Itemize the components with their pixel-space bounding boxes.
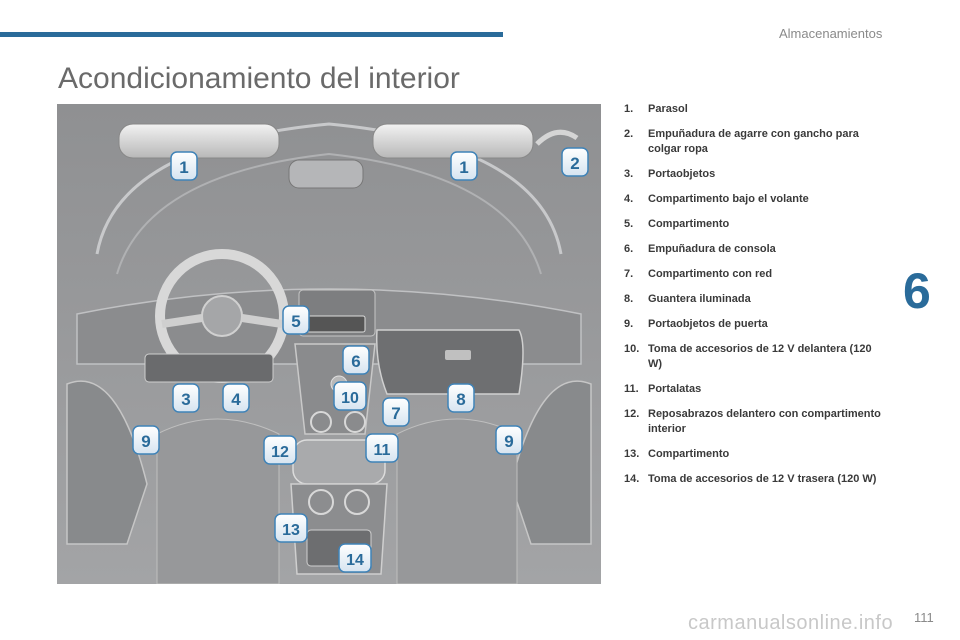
legend-item: 6. Empuñadura de consola	[624, 242, 884, 257]
callout-13: 13	[274, 513, 308, 543]
legend-list: 1. Parasol 2. Empuñadura de agarre con gan…	[624, 102, 884, 497]
legend-label: Parasol	[648, 103, 688, 115]
header-bar	[0, 32, 503, 37]
svg-text:6: 6	[351, 352, 360, 371]
legend-number: 6.	[624, 243, 634, 255]
legend-item: 3. Portaobjetos	[624, 167, 884, 182]
legend-number: 5.	[624, 218, 634, 230]
interior-illustration: 1 1 2 3 4 5 6 7	[57, 104, 601, 584]
callout-3: 3	[172, 383, 200, 413]
svg-text:9: 9	[141, 432, 150, 451]
callout-2: 2	[561, 147, 589, 177]
legend-label: Portaobjetos de puerta	[648, 318, 768, 330]
legend-item: 10. Toma de accesorios de 12 V delantera …	[624, 342, 884, 372]
legend-item: 13. Compartimento	[624, 447, 884, 462]
callout-10: 10	[333, 381, 367, 411]
legend-label: Reposabrazos delantero con compartimento…	[648, 408, 881, 435]
legend-label: Compartimento bajo el volante	[648, 193, 809, 205]
callout-1-left: 1	[170, 151, 198, 181]
svg-text:13: 13	[282, 522, 300, 539]
callout-9-right: 9	[495, 425, 523, 455]
legend-number: 1.	[624, 103, 634, 115]
callout-9-left: 9	[132, 425, 160, 455]
legend-label: Empuñadura de consola	[648, 243, 776, 255]
svg-text:2: 2	[570, 154, 579, 173]
legend-number: 4.	[624, 193, 634, 205]
legend-label: Guantera iluminada	[648, 293, 751, 305]
page-title: Acondicionamiento del interior	[58, 62, 460, 95]
svg-text:8: 8	[456, 390, 465, 409]
legend-item: 9. Portaobjetos de puerta	[624, 317, 884, 332]
svg-text:5: 5	[291, 312, 300, 331]
callout-11: 11	[365, 433, 399, 463]
legend-item: 8. Guantera iluminada	[624, 292, 884, 307]
svg-text:1: 1	[179, 158, 188, 177]
svg-text:9: 9	[504, 432, 513, 451]
legend-item: 5. Compartimento	[624, 217, 884, 232]
chapter-number: 6	[903, 263, 931, 319]
legend-label: Toma de accesorios de 12 V delantera (12…	[648, 343, 872, 370]
callout-4: 4	[222, 383, 250, 413]
legend-item: 14. Toma de accesorios de 12 V trasera (1…	[624, 472, 884, 487]
legend-label: Portalatas	[648, 383, 702, 395]
watermark: carmanualsonline.info	[688, 612, 894, 634]
callout-7: 7	[382, 397, 410, 427]
legend-number: 14.	[624, 473, 640, 485]
svg-text:14: 14	[346, 552, 364, 569]
legend-label: Compartimento	[648, 448, 730, 460]
callout-12: 12	[263, 435, 297, 465]
svg-text:3: 3	[181, 390, 190, 409]
legend-number: 12.	[624, 408, 640, 420]
legend-label: Portaobjetos	[648, 168, 716, 180]
callout-6: 6	[342, 345, 370, 375]
svg-text:11: 11	[374, 442, 391, 459]
legend-number: 10.	[624, 343, 640, 355]
legend-number: 7.	[624, 268, 634, 280]
legend-label: Compartimento	[648, 218, 730, 230]
svg-text:1: 1	[459, 158, 468, 177]
legend-label: Compartimento con red	[648, 268, 773, 280]
callout-8: 8	[447, 383, 475, 413]
legend-item: 7. Compartimento con red	[624, 267, 884, 282]
legend-number: 2.	[624, 128, 634, 140]
legend-label: Empuñadura de agarre con gancho para col…	[648, 128, 859, 155]
legend-number: 13.	[624, 448, 640, 460]
section-title: Almacenamientos	[779, 26, 883, 41]
legend-number: 11.	[624, 383, 639, 395]
legend-item: 1. Parasol	[624, 102, 884, 117]
legend-number: 9.	[624, 318, 634, 330]
page-number: 111	[914, 610, 934, 625]
callout-1-right: 1	[450, 151, 478, 181]
svg-text:4: 4	[231, 390, 241, 409]
svg-text:12: 12	[271, 444, 289, 461]
legend-label: Toma de accesorios de 12 V trasera (120 …	[648, 473, 877, 485]
callout-14: 14	[338, 543, 372, 573]
callout-5: 5	[282, 305, 310, 335]
svg-text:10: 10	[341, 390, 359, 407]
legend-number: 3.	[624, 168, 634, 180]
legend-item: 4. Compartimento bajo el volante	[624, 192, 884, 207]
legend-number: 8.	[624, 293, 634, 305]
legend-item: 11. Portalatas	[624, 382, 884, 397]
legend-item: 12. Reposabrazos delantero con compartime…	[624, 407, 884, 437]
legend-item: 2. Empuñadura de agarre con gancho para c…	[624, 127, 884, 157]
svg-text:7: 7	[391, 404, 400, 423]
